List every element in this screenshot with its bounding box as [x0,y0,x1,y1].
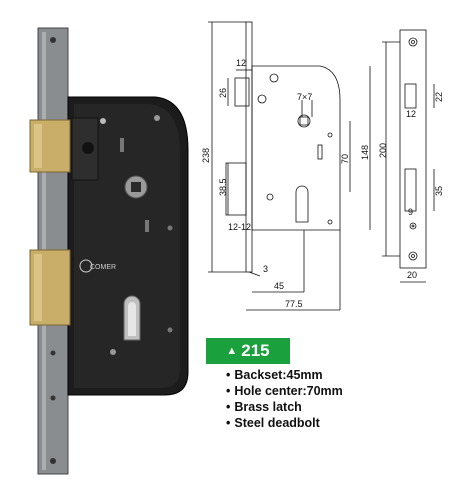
side-view-dimensions: 12 26 238 38.5 12-12 7×7 70 148 3 45 77.… [201,58,370,309]
triangle-icon: ▲ [226,345,238,357]
spec-list: Backset:45mm Hole center:70mm Brass latc… [226,367,343,431]
svg-text:7×7: 7×7 [297,92,312,102]
svg-text:200: 200 [378,143,388,158]
svg-text:COMER: COMER [90,264,116,271]
svg-text:22: 22 [434,92,444,102]
faceplate-view-drawing [382,29,435,283]
svg-text:148: 148 [360,145,370,160]
svg-text:38.5: 38.5 [218,178,228,196]
lock-photo: COMER [29,27,189,475]
svg-text:3: 3 [263,264,268,274]
side-view-drawing [208,21,371,311]
svg-text:12: 12 [406,109,416,119]
svg-text:77.5: 77.5 [285,299,303,309]
svg-text:12-12: 12-12 [228,222,251,232]
brand-logo: COMER [79,259,116,273]
svg-text:9: 9 [408,207,413,217]
faceplate-screw-hole [50,37,56,43]
svg-text:238: 238 [201,148,211,163]
svg-text:26: 26 [218,88,228,98]
svg-text:12: 12 [236,58,246,68]
spec-item: Steel deadbolt [226,415,343,431]
spec-item: Hole center:70mm [226,383,342,399]
spec-item: Brass latch [226,399,343,415]
faceplate-screw-hole [50,458,56,464]
svg-text:45: 45 [274,281,284,291]
model-badge: ▲ 215 [206,338,290,364]
spec-item: Backset:45mm [226,367,343,383]
svg-text:35: 35 [434,186,444,196]
model-number: 215 [241,341,270,360]
svg-text:70: 70 [340,154,350,164]
faceplate-view-dimensions: 200 22 12 35 9 20 [378,92,444,280]
svg-text:20: 20 [407,270,417,280]
